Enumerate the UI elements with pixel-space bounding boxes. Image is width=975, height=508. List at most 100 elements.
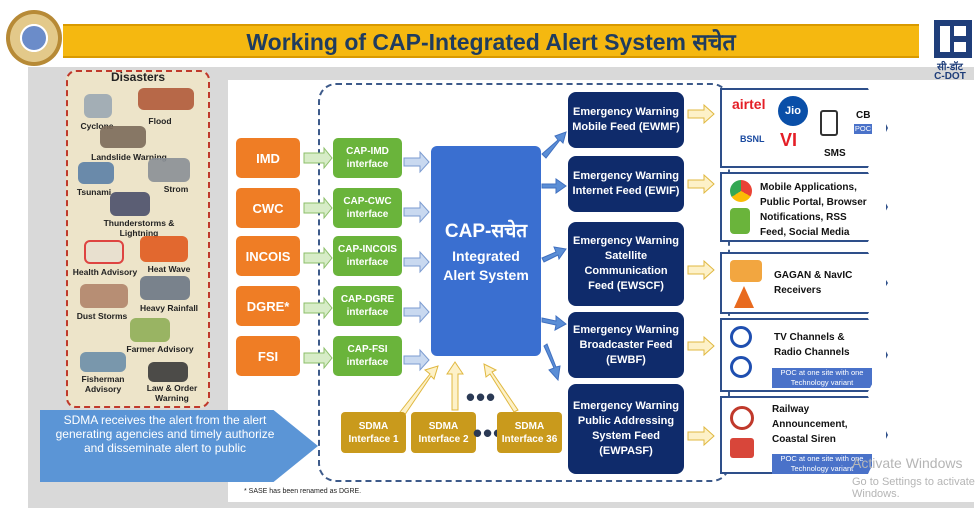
sms-label: SMS [824,148,846,159]
title-bar: Working of CAP-Integrated Alert System स… [63,24,919,58]
broadcast-poc-badge: POC at one site with one Technology vari… [772,368,872,388]
core-name: CAP-सचेत [444,221,528,242]
output-internet: Mobile Applications, Public Portal, Brow… [720,172,888,242]
source-incois: INCOIS [236,236,300,276]
activation-watermark-title: Activate Windows [852,455,963,471]
broadcast-outputs: TV Channels & Radio Channels [774,332,850,358]
disaster-label: Dust Storms [76,311,128,321]
disasters-title: Disasters [110,70,166,84]
doordarshan-logo-icon [730,326,752,348]
cap-imd-interface: CAP-IMD interface [333,138,402,178]
jio-logo: Jio [778,96,808,126]
sdma-label: SDMA [358,420,389,432]
health-advisory-icon [84,240,124,264]
disaster-label: Law & Order Warning [146,383,198,403]
disaster-label: Flood [148,116,172,126]
interface-suffix: interface [346,307,389,318]
air-logo-icon [730,356,752,378]
emblem-logo [6,10,62,66]
slide-title: Working of CAP-Integrated Alert System स… [246,29,736,55]
landslide-icon [100,126,146,148]
output-broadcast: TV Channels & Radio Channels POC at one … [720,318,888,392]
interface-suffix: interface [346,357,389,368]
railway-logo-icon [730,406,754,430]
flow-arrows [303,103,715,447]
cdot-english-label: C-DOT [934,71,966,82]
airtel-logo: airtel [732,96,766,112]
fisherman-icon [80,352,126,372]
core-line3: Alert System [443,267,529,283]
isro-logo-icon [734,286,754,308]
cdot-hindi-label: सी-डॉट [937,62,963,73]
tsunami-icon [78,162,114,184]
disaster-label: Tsunami [76,187,112,197]
cap-fsi-interface: CAP-FSI interface [333,336,402,376]
cap-incois-interface: CAP-INCOIS interface [333,236,402,276]
output-railway: Railway Announcement, Coastal Siren POC … [720,396,888,474]
footnote: * SASE has been renamed as DGRE. [244,488,362,495]
cdot-logo-icon [934,20,972,58]
disaster-label: Farmer Advisory [126,344,194,354]
source-imd: IMD [236,138,300,178]
sdma-sub: Interface 1 [348,433,399,445]
disaster-label: Heavy Rainfall [139,303,199,313]
sdma-label: SDMA [428,420,459,432]
output-satellite: GAGAN & NavIC Receivers [720,252,888,314]
feed-ewscf: Emergency Warning Satellite Communicatio… [568,222,684,306]
disaster-label: Heat Wave [147,264,191,274]
thunderstorm-icon [110,192,150,216]
interface-name: CAP-IMD [346,146,389,157]
interface-suffix: interface [346,257,389,268]
sdma-sub: Interface 2 [418,433,469,445]
sdma-callout: SDMA receives the alert from the alert g… [40,410,318,482]
heat-wave-icon [140,236,188,262]
law-order-icon [148,362,188,382]
gagan-logo-icon [730,260,762,282]
disaster-label: Thunderstorms & Lightning [103,218,175,238]
storm-icon [148,158,190,182]
source-dgre: DGRE* [236,286,300,326]
farmer-advisory-icon [130,318,170,342]
interface-name: CAP-DGRE [340,294,395,305]
siren-icon [730,438,754,458]
cap-sachet-core: CAP-सचेत Integrated Alert System [431,146,541,356]
activation-watermark-subtitle: Go to Settings to activate Windows. [852,476,975,500]
ellipsis-dots: ••• [465,382,497,412]
source-cwc: CWC [236,188,300,228]
source-fsi: FSI [236,336,300,376]
dust-storm-icon [80,284,128,308]
cb-poc-badge: POC [854,124,872,134]
heavy-rainfall-icon [140,276,190,300]
disaster-label: Landslide Warning [91,152,167,162]
disaster-label: Cyclone [80,121,114,131]
sdma-label: SDMA [514,420,545,432]
disaster-label: Strom [163,184,189,194]
chrome-icon [730,180,752,202]
feed-ewbf: Emergency Warning Broadcaster Feed (EWBF… [568,312,684,378]
interface-name: CAP-FSI [347,344,388,355]
core-line2: Integrated [452,248,520,264]
disaster-label: Health Advisory [72,267,138,277]
cb-label: CB [856,110,871,121]
bsnl-logo: BSNL [740,134,765,144]
output-mobile: airtel Jio BSNL VI SMS CB POC [720,88,888,168]
feed-ewmf: Emergency Warning Mobile Feed (EWMF) [568,92,684,148]
android-icon [730,208,750,234]
interface-name: CAP-INCOIS [338,244,397,255]
feed-ewpasf: Emergency Warning Public Addressing Syst… [568,384,684,474]
sms-phone-icon [820,110,838,136]
sdma-sub: Interface 36 [501,433,558,445]
vi-logo: VI [780,130,798,150]
interface-suffix: interface [346,159,389,170]
internet-outputs: Mobile Applications, Public Portal, Brow… [760,182,867,238]
satellite-outputs: GAGAN & NavIC Receivers [774,270,853,296]
interface-suffix: interface [346,209,389,220]
railway-outputs: Railway Announcement, Coastal Siren [772,404,848,445]
cap-cwc-interface: CAP-CWC interface [333,188,402,228]
disaster-label: Fisherman Advisory [81,374,125,394]
interface-name: CAP-CWC [343,196,392,207]
cap-dgre-interface: CAP-DGRE interface [333,286,402,326]
